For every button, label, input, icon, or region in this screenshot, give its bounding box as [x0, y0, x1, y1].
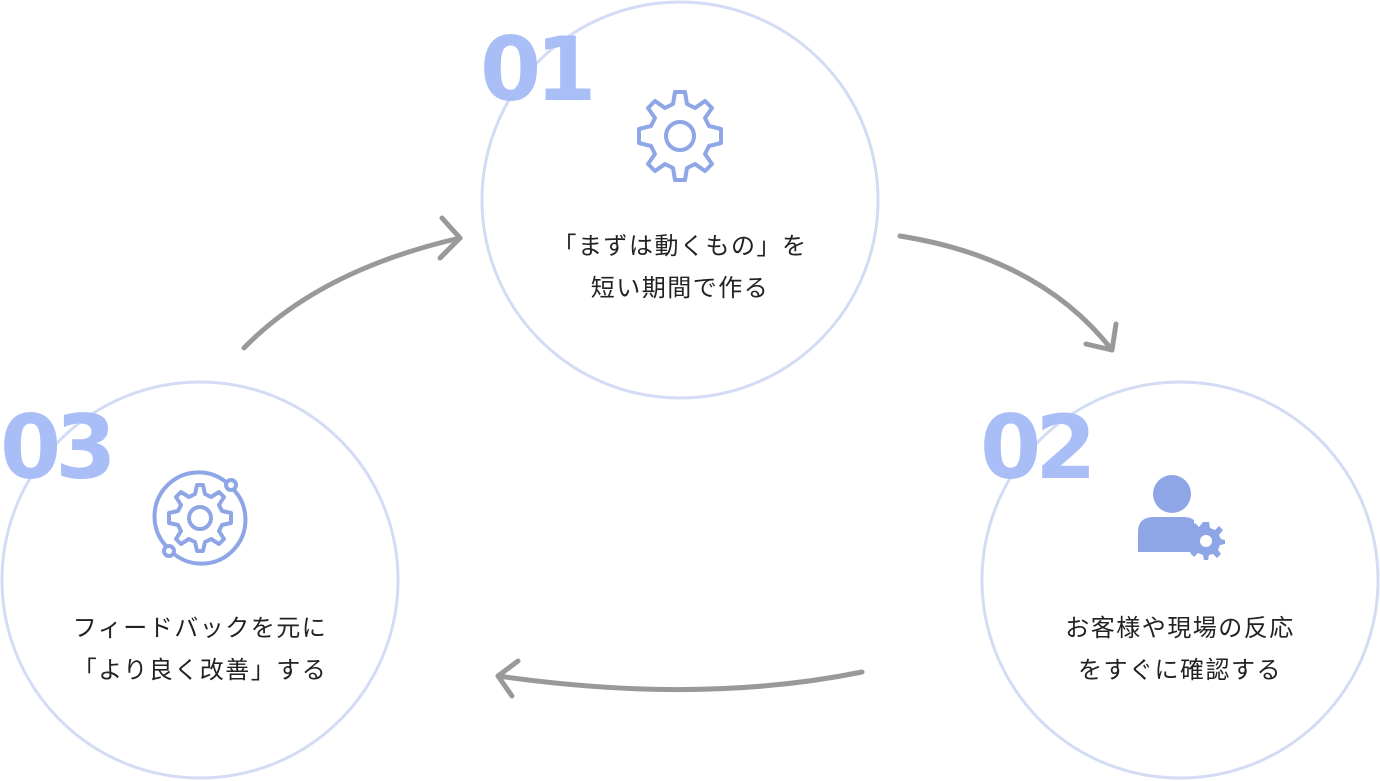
step-03: 03 フィードバックを元に 「より良く改善」する [0, 380, 400, 780]
step-02-text-line1: お客様や現場の反応 [1065, 614, 1295, 642]
step-03-number: 03 [0, 396, 110, 499]
step-01-number: 01 [480, 18, 591, 121]
gear-icon [637, 90, 723, 182]
user-gear-icon [1138, 475, 1225, 560]
step-02-circle [980, 380, 1380, 780]
arrow-03-to-01 [241, 215, 463, 351]
step-01: 01 「まずは動くもの」を 短い期間で作る [480, 0, 880, 400]
step-02-number: 02 [980, 396, 1090, 499]
arrow-02-to-03 [495, 658, 865, 699]
step-01-circle [480, 0, 880, 400]
step-03-circle [0, 380, 400, 780]
step-02: 02 お客様や現場の反応 をすぐに確認する [980, 380, 1380, 780]
step-03-text-line2: 「より良く改善」する [73, 656, 328, 684]
step-02-text-line2: をすぐに確認する [1078, 656, 1282, 684]
gear-cycle-icon [152, 470, 248, 566]
step-03-text-line1: フィードバックを元に [73, 614, 328, 642]
step-01-text-line1: 「まずは動くもの」を [553, 232, 808, 260]
arrow-01-to-02 [897, 233, 1119, 353]
step-01-text-line2: 短い期間で作る [591, 274, 770, 302]
